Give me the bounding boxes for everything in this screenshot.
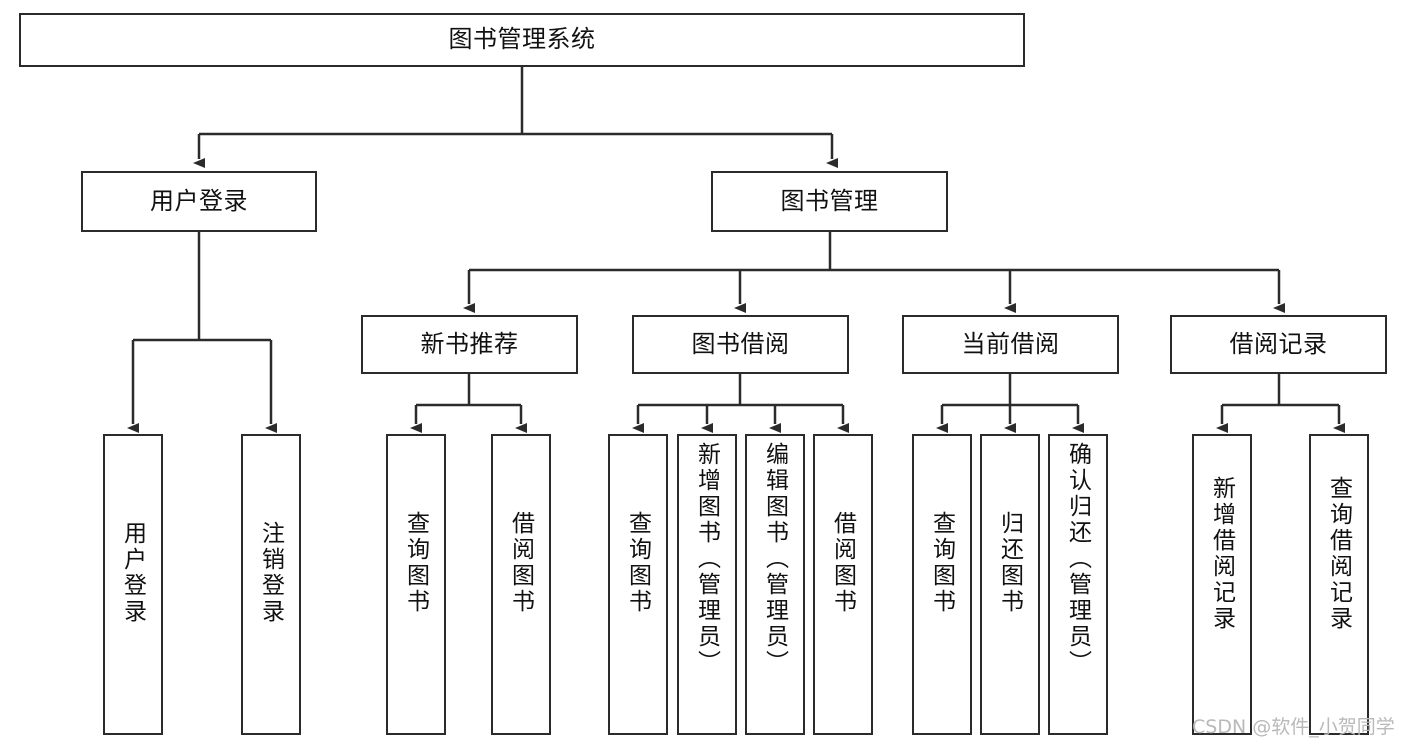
node-user-login-label: 用户登录 <box>150 187 248 215</box>
leaf-user-login-label: 用户登录 <box>120 521 147 625</box>
leaf-return-book-label: 归还图书 <box>997 511 1024 615</box>
node-root-label: 图书管理系统 <box>448 26 596 53</box>
node-new-book-recommend[interactable]: 新书推荐 <box>361 315 578 374</box>
node-borrow-record-label: 借阅记录 <box>1229 330 1328 358</box>
leaf-add-book-admin[interactable]: 新增图书（管理员） <box>677 434 737 735</box>
leaf-add-book-admin-label: 新增图书（管理员） <box>694 442 721 676</box>
leaf-user-login[interactable]: 用户登录 <box>103 434 163 735</box>
node-current-borrow-label: 当前借阅 <box>961 330 1060 358</box>
leaf-query-book-borrow[interactable]: 查询图书 <box>608 434 668 735</box>
leaf-add-borrow-record[interactable]: 新增借阅记录 <box>1192 434 1252 735</box>
node-user-login[interactable]: 用户登录 <box>81 171 317 232</box>
node-new-book-recommend-label: 新书推荐 <box>420 330 519 358</box>
leaf-add-borrow-record-label: 新增借阅记录 <box>1209 476 1236 632</box>
node-root[interactable]: 图书管理系统 <box>19 13 1025 67</box>
node-book-borrow[interactable]: 图书借阅 <box>632 315 849 374</box>
watermark: CSDN @软件_小贺同学 <box>1192 716 1395 738</box>
leaf-query-book-recommend-label: 查询图书 <box>403 511 430 615</box>
leaf-logout[interactable]: 注销登录 <box>241 434 301 735</box>
leaf-confirm-return-admin[interactable]: 确认归还（管理员） <box>1048 434 1108 735</box>
leaf-query-borrow-record-label: 查询借阅记录 <box>1326 476 1353 632</box>
node-book-management[interactable]: 图书管理 <box>711 171 948 232</box>
leaf-query-borrow-record[interactable]: 查询借阅记录 <box>1309 434 1369 735</box>
node-book-borrow-label: 图书借阅 <box>691 330 790 358</box>
leaf-query-book-borrow-label: 查询图书 <box>625 511 652 615</box>
leaf-borrow-book-recommend[interactable]: 借阅图书 <box>491 434 551 735</box>
leaf-query-book-recommend[interactable]: 查询图书 <box>386 434 446 735</box>
leaf-confirm-return-admin-label: 确认归还（管理员） <box>1065 442 1092 676</box>
leaf-logout-label: 注销登录 <box>258 521 285 625</box>
leaf-return-book[interactable]: 归还图书 <box>980 434 1040 735</box>
leaf-borrow-book-borrow-label: 借阅图书 <box>830 511 857 615</box>
leaf-edit-book-admin-label: 编辑图书（管理员） <box>762 442 789 676</box>
node-current-borrow[interactable]: 当前借阅 <box>902 315 1119 374</box>
leaf-borrow-book-borrow[interactable]: 借阅图书 <box>813 434 873 735</box>
leaf-query-book-current-label: 查询图书 <box>929 511 956 615</box>
leaf-edit-book-admin[interactable]: 编辑图书（管理员） <box>745 434 805 735</box>
node-book-management-label: 图书管理 <box>780 187 879 215</box>
leaf-borrow-book-recommend-label: 借阅图书 <box>508 511 535 615</box>
leaf-query-book-current[interactable]: 查询图书 <box>912 434 972 735</box>
node-borrow-record[interactable]: 借阅记录 <box>1170 315 1387 374</box>
